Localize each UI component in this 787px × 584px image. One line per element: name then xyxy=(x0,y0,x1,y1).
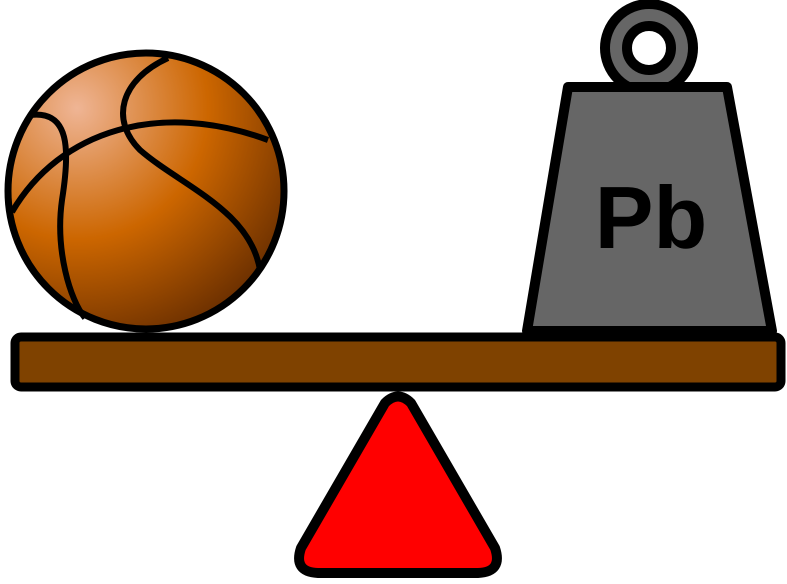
lead-weight-icon: Pb xyxy=(522,0,777,336)
fulcrum-icon xyxy=(294,391,502,578)
seesaw-plank xyxy=(10,332,786,392)
basketball-icon xyxy=(4,49,288,333)
weight-label: Pb xyxy=(595,168,707,267)
